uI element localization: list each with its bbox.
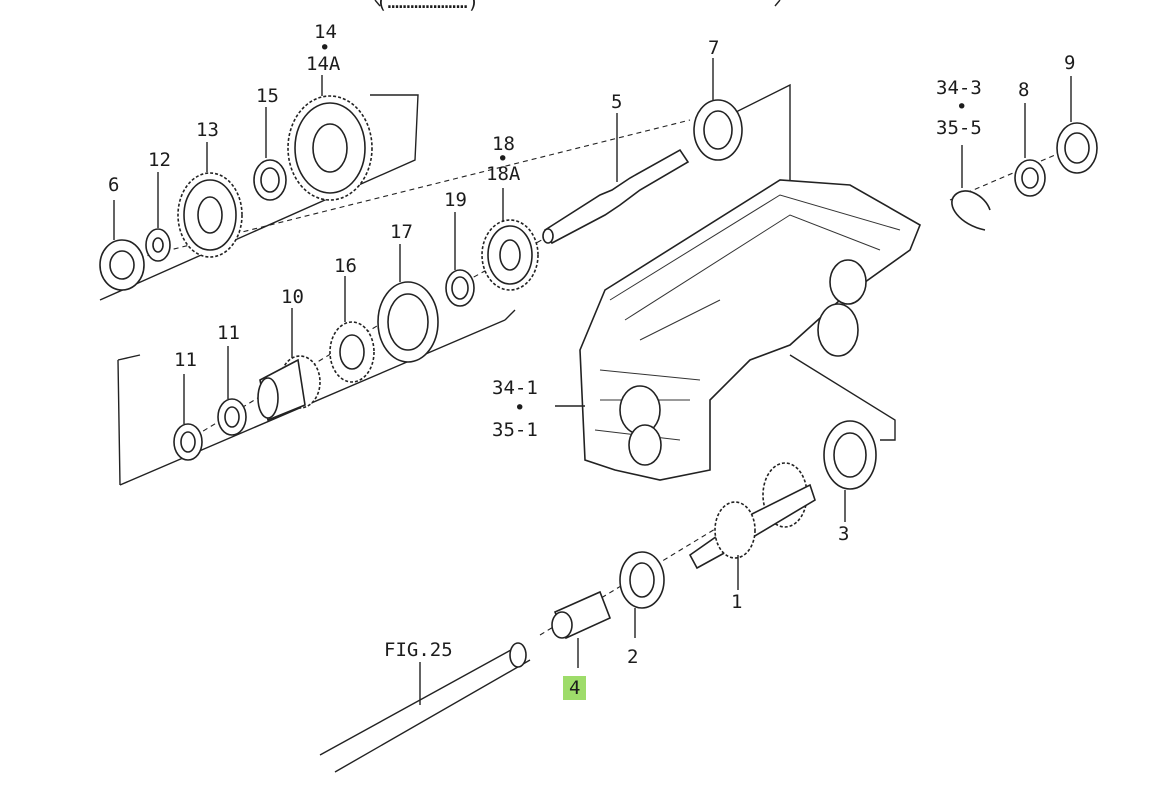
callout-2: 2: [627, 646, 639, 668]
callout-13: 13: [196, 119, 219, 141]
part-18-gear: [481, 188, 539, 291]
callout-dot-34-1: •: [514, 397, 526, 419]
part-1-gear-shaft: [688, 462, 816, 590]
callout-18: 18: [492, 133, 515, 155]
part-13-gear: [177, 142, 243, 258]
part-14-large-gear: [287, 75, 373, 201]
callout-3: 3: [838, 523, 850, 545]
callout-14A: 14A: [306, 53, 341, 75]
callout-19: 19: [444, 189, 467, 211]
part-6-bearing: [99, 200, 145, 291]
part-10-gear: [257, 308, 321, 422]
transmission-housing: [555, 179, 922, 481]
callout-34-1: 34-1: [492, 377, 538, 399]
part-15-needle-bearing: [253, 107, 287, 201]
callout-11-b: 11: [174, 349, 197, 371]
part-3-bearing: [823, 420, 877, 522]
callout-11-a: 11: [217, 322, 240, 344]
part-11-needle-bearing-a: [217, 346, 247, 436]
callout-34-3: 34-3: [936, 77, 982, 99]
callout-15: 15: [256, 85, 279, 107]
callout-7: 7: [708, 37, 720, 59]
part-5-shaft: [542, 113, 690, 245]
callout-8: 8: [1018, 79, 1030, 101]
callout-5: 5: [611, 91, 623, 113]
callout-10: 10: [281, 286, 304, 308]
part-9-seal: [1056, 76, 1098, 174]
callout-dot-34: •: [956, 96, 968, 118]
part-19-needle-bearing: [445, 212, 475, 307]
callout-18A: 18A: [486, 163, 521, 185]
callout-16: 16: [334, 255, 357, 277]
callout-dot-18: •: [497, 148, 509, 170]
callout-12: 12: [148, 149, 171, 171]
callout-dot: •: [319, 37, 331, 59]
callout-35-1: 35-1: [492, 419, 538, 441]
fig25-shaft: [319, 642, 531, 773]
part-17-hub: [377, 244, 439, 363]
callout-17: 17: [390, 221, 413, 243]
part-16-sleeve: [329, 276, 375, 383]
lower-group-bracket: [117, 309, 516, 486]
header-text: (…………………): [376, 0, 479, 13]
figure-reference: FIG.25: [384, 639, 453, 661]
callout-4-highlighted[interactable]: 4: [563, 676, 587, 700]
callout-1: 1: [731, 591, 743, 613]
part-12-washer: [145, 172, 171, 262]
part-4-coupling: [551, 590, 612, 668]
callout-35-5: 35-5: [936, 117, 982, 139]
part-7-bearing: [693, 58, 743, 161]
part-8-bushing: [1014, 103, 1046, 197]
part-34-3-circlip: [951, 145, 991, 231]
upper-group-bracket: [99, 94, 419, 301]
callout-6: 6: [108, 174, 120, 196]
part-11-needle-bearing-b: [173, 374, 203, 461]
part-2-bearing: [619, 551, 665, 638]
callout-14: 14: [314, 21, 337, 43]
callout-9: 9: [1064, 52, 1076, 74]
